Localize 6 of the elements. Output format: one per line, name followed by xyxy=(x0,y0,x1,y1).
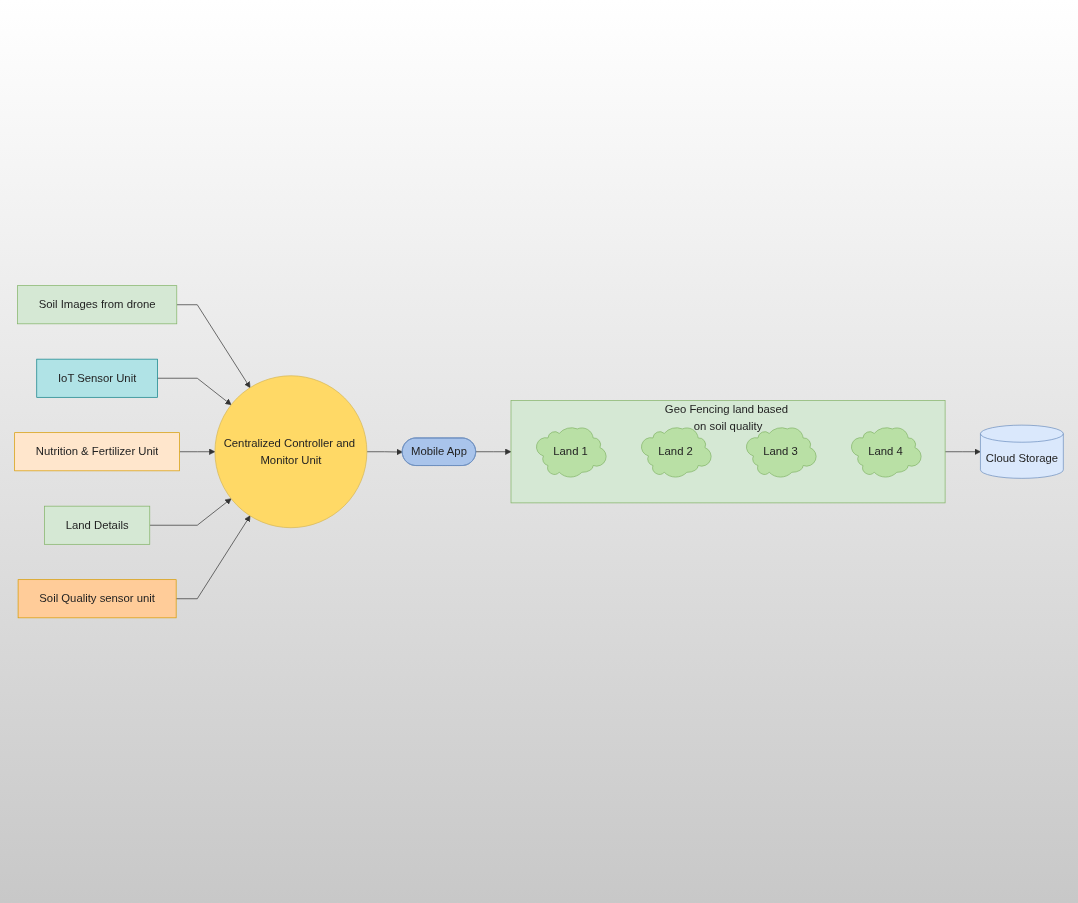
node-box: Nutrition & Fertilizer Unit xyxy=(14,432,180,471)
node-circle: Centralized Controller and Monitor Unit xyxy=(214,375,368,528)
node-box: Soil Images from drone xyxy=(17,285,178,324)
node-box: Land Details xyxy=(44,505,151,545)
node-box: Soil Quality sensor unit xyxy=(17,579,177,618)
node-box: IoT Sensor Unit xyxy=(36,358,158,398)
